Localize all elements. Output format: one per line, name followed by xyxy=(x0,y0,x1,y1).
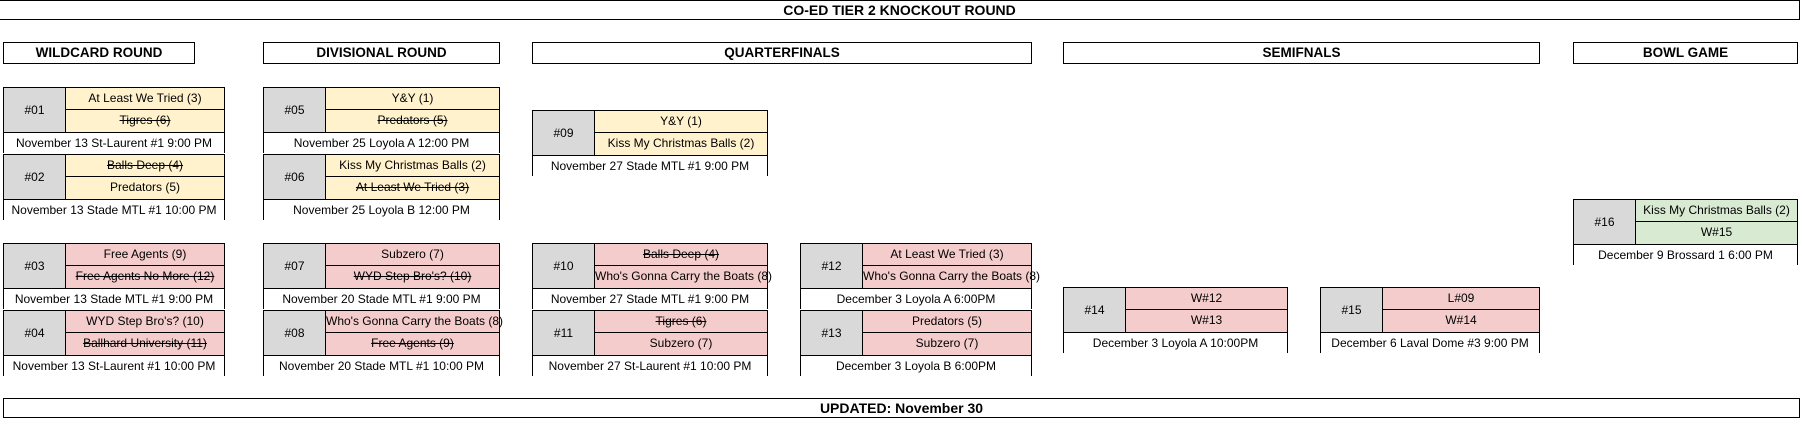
match-03: #03 Free Agents (9) Free Agents No More … xyxy=(3,243,225,310)
match-number: #01 xyxy=(4,88,66,132)
match-team-loser: Balls Deep (4) xyxy=(595,244,767,266)
match-team-1: L#09 xyxy=(1383,288,1539,310)
match-number: #07 xyxy=(264,244,326,288)
match-06: #06 Kiss My Christmas Balls (2) At Least… xyxy=(263,154,500,221)
match-11: #11 Tigres (6) Subzero (7) November 27 S… xyxy=(532,310,768,377)
match-team-winner: Free Agents (9) xyxy=(66,244,224,266)
match-number: #14 xyxy=(1064,288,1126,332)
match-team-loser: Predators (5) xyxy=(326,110,499,132)
match-number: #15 xyxy=(1321,288,1383,332)
match-schedule: November 13 St-Laurent #1 10:00 PM xyxy=(4,355,224,377)
round-header-semifinals: SEMIFNALS xyxy=(1063,42,1540,64)
match-schedule: November 13 Stade MTL #1 9:00 PM xyxy=(4,288,224,310)
match-team-loser: Tigres (6) xyxy=(595,311,767,333)
match-team-loser: Balls Deep (4) xyxy=(66,155,224,177)
match-team-winner: At Least We Tried (3) xyxy=(66,88,224,110)
match-schedule: November 25 Loyola B 12:00 PM xyxy=(264,199,499,221)
match-schedule: December 6 Laval Dome #3 9:00 PM xyxy=(1321,332,1539,354)
match-team-2: Subzero (7) xyxy=(863,333,1031,355)
match-team-1: Predators (5) xyxy=(863,311,1031,333)
match-team-winner: Who's Gonna Carry the Boats (8) xyxy=(595,266,772,288)
match-team-1: Kiss My Christmas Balls (2) xyxy=(1636,200,1797,222)
round-header-bowl-game: BOWL GAME xyxy=(1573,42,1798,64)
bracket-title: CO-ED TIER 2 KNOCKOUT ROUND xyxy=(0,0,1800,20)
match-10: #10 Balls Deep (4) Who's Gonna Carry the… xyxy=(532,243,772,310)
match-team-2: W#13 xyxy=(1126,310,1287,332)
match-05: #05 Y&Y (1) Predators (5) November 25 Lo… xyxy=(263,87,500,154)
round-header-quarterfinals: QUARTERFINALS xyxy=(532,42,1032,64)
match-team-2: Who's Gonna Carry the Boats (8) xyxy=(863,266,1040,288)
match-team-2: Kiss My Christmas Balls (2) xyxy=(595,133,767,155)
match-schedule: November 13 St-Laurent #1 9:00 PM xyxy=(4,132,224,154)
match-schedule: November 27 Stade MTL #1 9:00 PM xyxy=(533,288,767,310)
match-02: #02 Balls Deep (4) Predators (5) Novembe… xyxy=(3,154,225,221)
match-schedule: November 20 Stade MTL #1 10:00 PM xyxy=(264,355,499,377)
match-13: #13 Predators (5) Subzero (7) December 3… xyxy=(800,310,1032,377)
match-12: #12 At Least We Tried (3) Who's Gonna Ca… xyxy=(800,243,1040,310)
match-08: #08 Who's Gonna Carry the Boats (8) Free… xyxy=(263,310,503,377)
match-07: #07 Subzero (7) WYD Step Bro's? (10) Nov… xyxy=(263,243,500,310)
match-schedule: November 13 Stade MTL #1 10:00 PM xyxy=(4,199,224,221)
match-team-loser: Free Agents No More (12) xyxy=(66,266,224,288)
match-team-loser: Ballhard University (11) xyxy=(66,333,224,355)
match-team-winner: Predators (5) xyxy=(66,177,224,199)
match-team-loser: At Least We Tried (3) xyxy=(326,177,499,199)
round-header-wildcard: WILDCARD ROUND xyxy=(3,42,195,64)
match-number: #11 xyxy=(533,311,595,355)
match-team-winner: Y&Y (1) xyxy=(326,88,499,110)
match-number: #16 xyxy=(1574,200,1636,244)
match-schedule: December 3 Loyola A 6:00PM xyxy=(801,288,1031,310)
match-schedule: December 3 Loyola A 10:00PM xyxy=(1064,332,1287,354)
match-number: #06 xyxy=(264,155,326,199)
match-number: #08 xyxy=(264,311,326,355)
match-16: #16 Kiss My Christmas Balls (2) W#15 Dec… xyxy=(1573,199,1798,266)
match-number: #12 xyxy=(801,244,863,288)
match-team-1: W#12 xyxy=(1126,288,1287,310)
match-team-winner: WYD Step Bro's? (10) xyxy=(66,311,224,333)
match-team-loser: Tigres (6) xyxy=(66,110,224,132)
match-number: #04 xyxy=(4,311,66,355)
match-15: #15 L#09 W#14 December 6 Laval Dome #3 9… xyxy=(1320,287,1540,354)
match-team-winner: Who's Gonna Carry the Boats (8) xyxy=(326,311,503,333)
match-number: #13 xyxy=(801,311,863,355)
match-team-2: W#14 xyxy=(1383,310,1539,332)
match-schedule: November 27 St-Laurent #1 10:00 PM xyxy=(533,355,767,377)
match-schedule: December 3 Loyola B 6:00PM xyxy=(801,355,1031,377)
match-team-winner: Subzero (7) xyxy=(326,244,499,266)
match-number: #10 xyxy=(533,244,595,288)
match-team-winner: Kiss My Christmas Balls (2) xyxy=(326,155,499,177)
round-header-divisional: DIVISIONAL ROUND xyxy=(263,42,500,64)
match-01: #01 At Least We Tried (3) Tigres (6) Nov… xyxy=(3,87,225,154)
match-number: #02 xyxy=(4,155,66,199)
match-09: #09 Y&Y (1) Kiss My Christmas Balls (2) … xyxy=(532,110,768,177)
match-schedule: November 25 Loyola A 12:00 PM xyxy=(264,132,499,154)
match-number: #09 xyxy=(533,111,595,155)
match-schedule: December 9 Brossard 1 6:00 PM xyxy=(1574,244,1797,266)
match-team-winner: Subzero (7) xyxy=(595,333,767,355)
match-number: #05 xyxy=(264,88,326,132)
match-team-loser: WYD Step Bro's? (10) xyxy=(326,266,499,288)
updated-banner: UPDATED: November 30 xyxy=(3,398,1800,418)
match-team-loser: Free Agents (9) xyxy=(326,333,499,355)
match-14: #14 W#12 W#13 December 3 Loyola A 10:00P… xyxy=(1063,287,1288,354)
match-schedule: November 27 Stade MTL #1 9:00 PM xyxy=(533,155,767,177)
match-team-1: Y&Y (1) xyxy=(595,111,767,133)
match-number: #03 xyxy=(4,244,66,288)
match-04: #04 WYD Step Bro's? (10) Ballhard Univer… xyxy=(3,310,225,377)
match-team-1: At Least We Tried (3) xyxy=(863,244,1031,266)
match-schedule: November 20 Stade MTL #1 9:00 PM xyxy=(264,288,499,310)
match-team-2: W#15 xyxy=(1636,222,1797,244)
